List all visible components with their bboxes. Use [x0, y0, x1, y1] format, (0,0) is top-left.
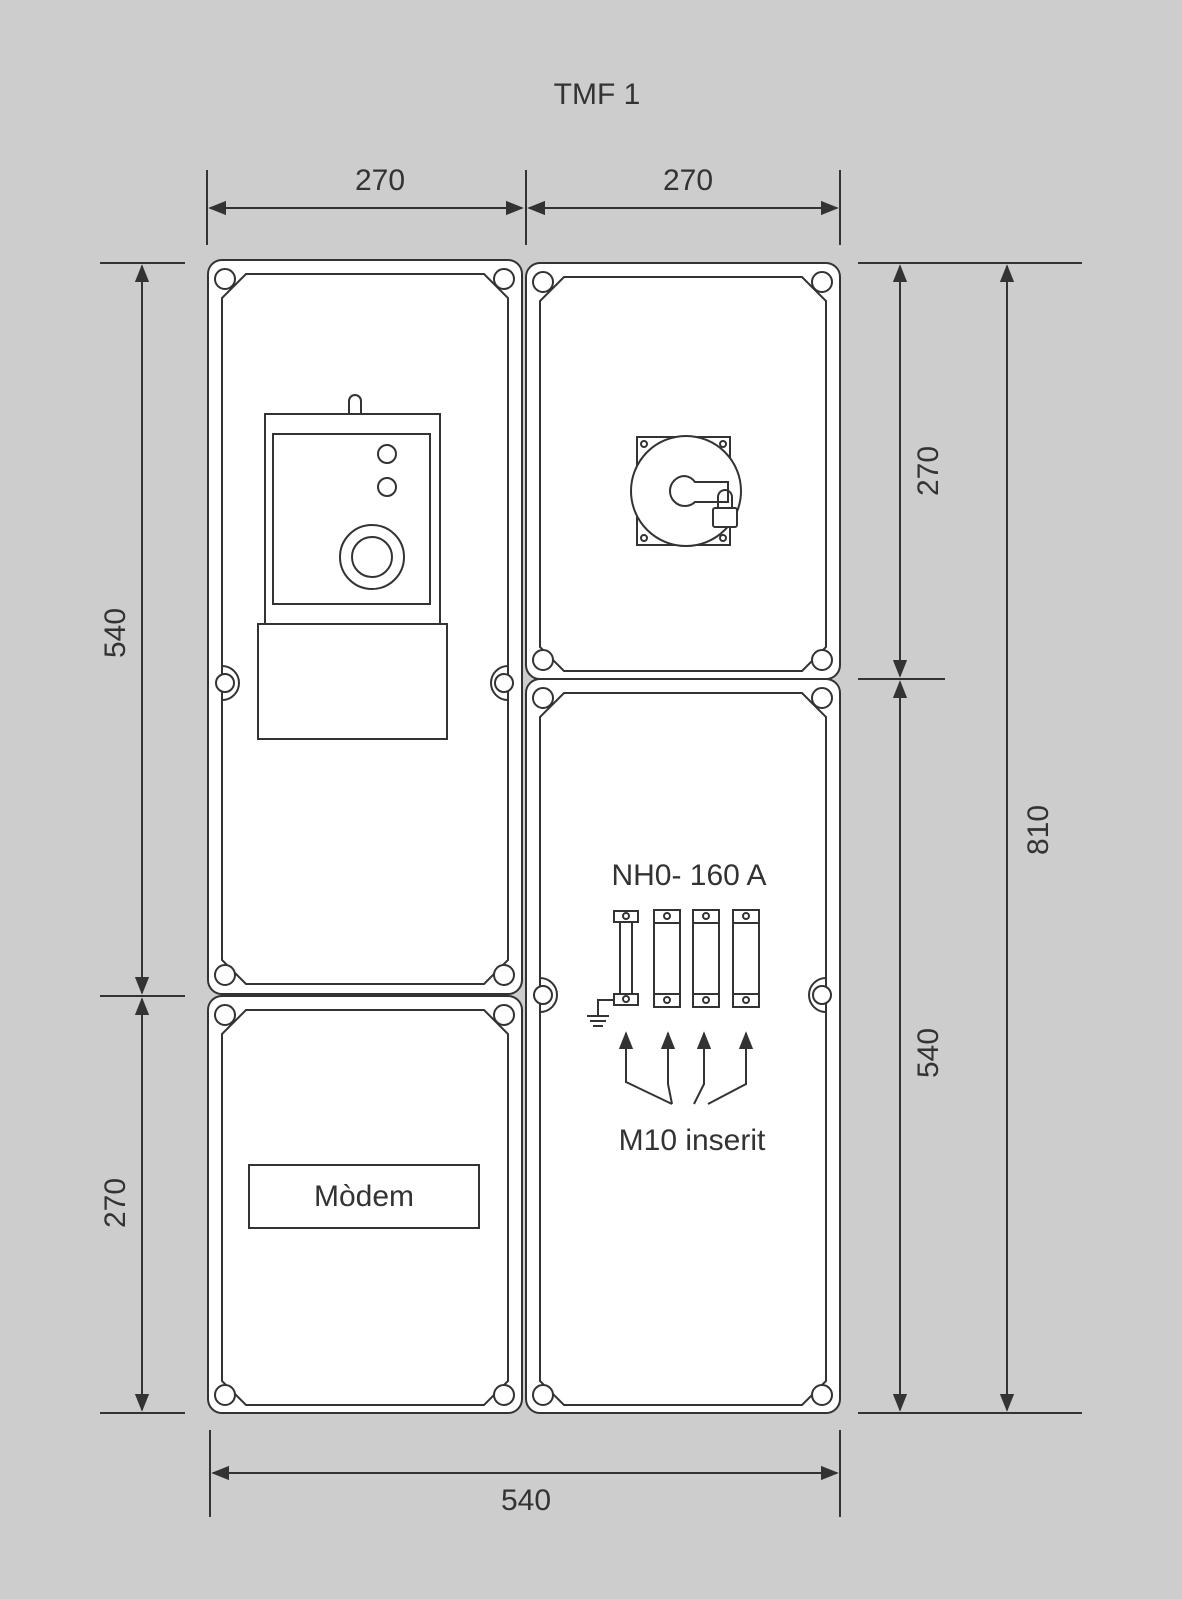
drawing-title: TMF 1 [554, 78, 641, 111]
dimension-label: 270 [99, 1178, 132, 1228]
dimension-right-lower: 540 [858, 680, 1082, 1414]
fuse-holder-icon [653, 909, 681, 1008]
dimension-label: 270 [355, 164, 405, 197]
fuse-rating-label: NH0- 160 A [611, 859, 766, 892]
dimension-label: 270 [912, 446, 945, 496]
energy-meter-icon [257, 394, 448, 740]
neutral-link-icon [613, 910, 639, 1006]
dimension-label: 270 [663, 164, 713, 197]
dimension-right-upper: 270 [858, 262, 1082, 680]
modem-enclosure: Mòdem [207, 995, 523, 1414]
dimension-label: 540 [99, 608, 132, 658]
dimension-bottom: 540 [209, 1430, 841, 1517]
dimension-left-lower: 270 [99, 997, 185, 1414]
inserts-label: M10 inserit [619, 1124, 766, 1157]
modem-box [248, 1164, 480, 1229]
dimension-label: 540 [501, 1484, 551, 1517]
fuse-holder-icon [732, 909, 760, 1008]
dimension-left-upper: 540 [99, 262, 185, 997]
padlock-switch-icon [630, 435, 742, 547]
insert-arrows [618, 1031, 754, 1105]
dimension-label: 540 [912, 1028, 945, 1078]
dimension-top-left: 270 [206, 164, 527, 245]
modem-label: Mòdem [314, 1180, 414, 1213]
earth-ground-icon [587, 999, 614, 1027]
dimension-top-right: 270 [527, 164, 841, 245]
dimension-label: 810 [1022, 805, 1055, 855]
meter-enclosure [207, 259, 523, 995]
fuse-enclosure: NH0- 160 A [525, 678, 841, 1414]
switch-enclosure [525, 262, 841, 680]
dimension-right-total: 810 [999, 264, 1055, 1412]
fuse-holder-icon [692, 909, 720, 1008]
